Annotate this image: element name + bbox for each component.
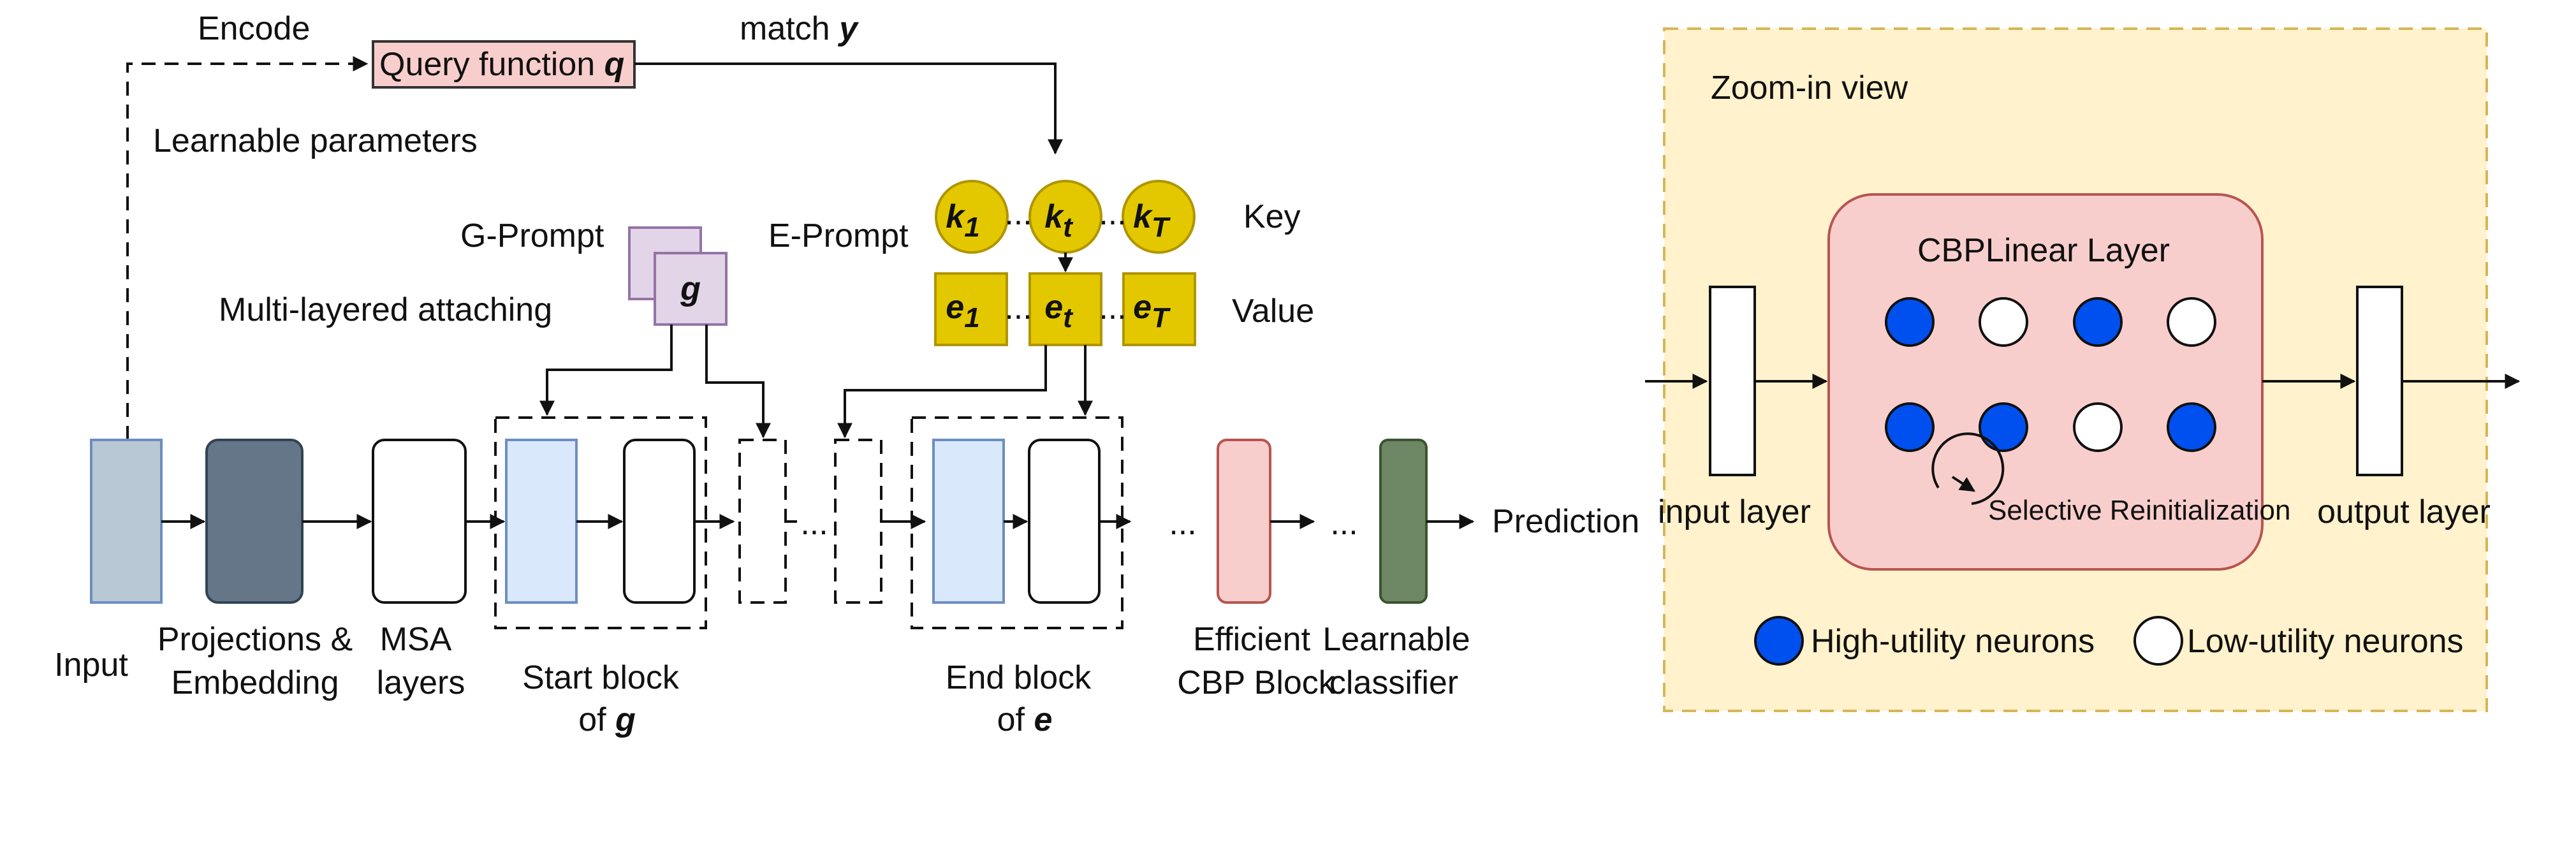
- high-utility-neuron: [1885, 297, 1935, 347]
- msa-label-2: layers: [377, 664, 465, 701]
- classifier-label-1: Learnable: [1322, 621, 1470, 658]
- input-block: [90, 439, 163, 604]
- pipeline-ellipsis-1: ...: [800, 505, 828, 542]
- key-kt-text: kt: [1044, 198, 1074, 243]
- classifier-block: [1379, 439, 1428, 604]
- proj-label-2: Embedding: [171, 664, 339, 701]
- end-transformer-block: [1028, 439, 1101, 604]
- g-prompt-card: [654, 252, 728, 326]
- end-block-group: [911, 416, 1123, 629]
- hidden-block-1: [738, 439, 787, 604]
- g-prompt-section: G-Prompt Multi-layered attaching g: [219, 217, 771, 439]
- reinit-label: Selective Reinitialization: [1988, 495, 2290, 526]
- input-layer-block: [1709, 286, 1756, 476]
- start-label-2: of g: [578, 701, 636, 738]
- zoom-title: Zoom-in view: [1711, 69, 1908, 106]
- proj-label-1: Projections &: [157, 621, 353, 658]
- key-ellipsis-1: ...: [1004, 195, 1032, 232]
- msa-label-1: MSA: [380, 621, 452, 658]
- learnable-parameters-label: Learnable parameters: [153, 122, 478, 159]
- e-prompt-section: E-Prompt Key Value k1 kt kT ... ... e1 e…: [768, 180, 1314, 439]
- cbp-label-1: Efficient: [1193, 621, 1311, 658]
- legend-low-neuron: [2133, 616, 2183, 666]
- start-transformer-block: [623, 439, 696, 604]
- start-label-1: Start block: [522, 659, 680, 696]
- encode-edge: [126, 56, 369, 440]
- query-function-box: [372, 40, 636, 89]
- start-block-group: [494, 416, 707, 629]
- value-e1-text: e1: [946, 289, 979, 333]
- legend-high-neuron: [1754, 616, 1804, 666]
- end-label-1: End block: [946, 659, 1092, 696]
- e-attach-edge-1: [837, 345, 1047, 439]
- query-section: Encode Learnable parameters Query functi…: [126, 10, 1063, 440]
- value-e1: [934, 272, 1008, 346]
- msa-block: [372, 439, 467, 604]
- g-prompt-var: g: [680, 270, 701, 307]
- multi-layered-attaching-label: Multi-layered attaching: [219, 291, 552, 328]
- zoom-in-panel: Zoom-in view input layer CBPLinear Layer…: [1645, 27, 2521, 712]
- g-attach-edge-1: [539, 325, 673, 416]
- pipeline: Input Projections & Embedding MSA layers…: [54, 416, 1639, 738]
- value-et: [1028, 272, 1102, 346]
- g-prompt-label: G-Prompt: [460, 217, 604, 254]
- end-prompt-block: [932, 439, 1005, 604]
- high-utility-neuron: [2073, 297, 2123, 347]
- high-utility-neuron: [1979, 402, 2028, 452]
- key-k1: [935, 180, 1009, 254]
- low-utility-neuron: [2073, 402, 2123, 452]
- pipeline-ellipsis-2: ...: [1169, 505, 1196, 542]
- value-et-text: et: [1044, 289, 1074, 333]
- value-label: Value: [1232, 293, 1314, 330]
- hidden-block-2: [834, 439, 882, 604]
- cbp-label-2: CBP Block: [1177, 664, 1336, 701]
- value-ellipsis-1: ...: [1004, 289, 1032, 326]
- key-k1-text: k1: [946, 198, 979, 243]
- output-layer-block: [2356, 286, 2403, 476]
- key-label: Key: [1243, 198, 1301, 235]
- reinit-arrow-head: [1951, 476, 1976, 492]
- value-eT-text: eT: [1133, 289, 1171, 333]
- match-label: match y: [740, 10, 860, 47]
- key-kT: [1122, 180, 1196, 254]
- key-ellipsis-2: ...: [1099, 195, 1126, 232]
- start-prompt-block: [505, 439, 578, 604]
- value-ellipsis-2: ...: [1099, 289, 1126, 326]
- high-utility-neuron: [1885, 402, 1935, 452]
- key-kT-text: kT: [1133, 198, 1171, 243]
- projection-block: [205, 439, 304, 604]
- legend-low-label: Low-utility neurons: [2187, 623, 2464, 660]
- classifier-label-2: classifier: [1329, 664, 1458, 701]
- neuron-grid: [1885, 297, 2216, 452]
- output-layer-label: output layer: [2317, 493, 2491, 530]
- pipeline-ellipsis-3: ...: [1330, 505, 1358, 542]
- e-prompt-label: E-Prompt: [768, 217, 909, 254]
- cbp-block: [1217, 439, 1271, 604]
- match-edge: [634, 62, 1063, 155]
- high-utility-neuron: [2167, 402, 2216, 452]
- input-label: Input: [54, 646, 128, 683]
- reinit-arc: [1931, 432, 2005, 505]
- value-eT: [1122, 272, 1196, 346]
- g-attach-edge-2: [705, 325, 771, 439]
- encode-label: Encode: [198, 10, 310, 47]
- cbplinear-layer-title: CBPLinear Layer: [1917, 232, 2170, 269]
- query-function-label: Query function q: [379, 46, 624, 83]
- low-utility-neuron: [1979, 297, 2028, 347]
- prediction-label: Prediction: [1492, 503, 1639, 540]
- end-label-2: of e: [997, 701, 1053, 738]
- low-utility-neuron: [2167, 297, 2216, 347]
- legend-high-label: High-utility neurons: [1811, 623, 2095, 660]
- input-layer-label: input layer: [1658, 493, 1811, 530]
